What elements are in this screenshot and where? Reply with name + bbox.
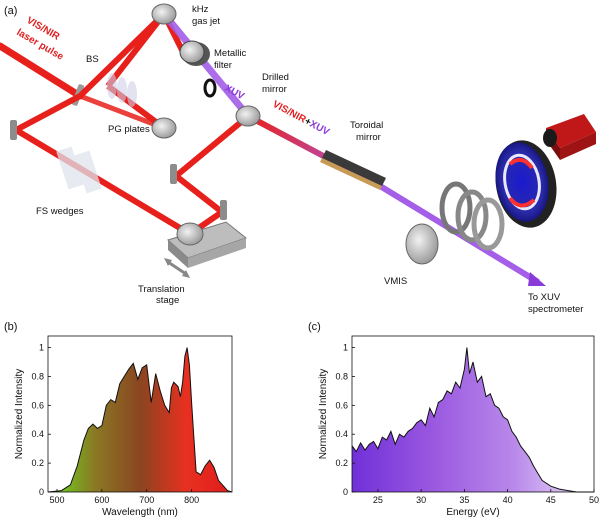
panel-c-label: (c) <box>308 321 321 333</box>
combined-label-a: VIS/NIR <box>271 99 309 126</box>
spectrum-area <box>352 347 594 492</box>
toroidal-mirror <box>320 150 386 190</box>
stage-label-line2: stage <box>156 295 179 306</box>
y-tick-label: 0.8 <box>335 371 348 381</box>
vmis-label: VMIS <box>384 276 407 287</box>
panel-a-label: (a) <box>4 5 17 17</box>
camera-icon <box>543 114 596 160</box>
stage-arrow-icon <box>164 258 190 278</box>
combined-label-plus: + <box>302 116 312 129</box>
x-tick-label: 800 <box>184 495 199 505</box>
pg-plates <box>107 73 137 107</box>
y-tick-label: 0.8 <box>31 371 44 381</box>
y-tick-label: 0.2 <box>335 458 348 468</box>
y-tick-label: 0.4 <box>31 429 44 439</box>
pg-mirror <box>151 117 177 139</box>
beam-mirror-to-corner <box>174 173 224 215</box>
spectrometer-label-line2: spectrometer <box>528 304 583 315</box>
y-tick-label: 0.6 <box>335 400 348 410</box>
spectrum-area <box>48 347 232 492</box>
y-tick-label: 1 <box>343 343 348 353</box>
toroidal-label-line1: Toroidal <box>350 120 383 131</box>
y-axis-label: Normalized Intensity <box>14 369 25 460</box>
drilled-mirror <box>235 105 261 127</box>
gas-jet <box>179 40 210 66</box>
x-tick-label: 700 <box>139 495 154 505</box>
vmis-detector <box>495 140 557 228</box>
stage-mirror <box>220 200 227 220</box>
y-tick-label: 0.6 <box>31 400 44 410</box>
fs-wedges <box>56 146 102 194</box>
spectrum-line <box>351 347 594 493</box>
plot-frame <box>351 335 595 493</box>
vmis-electrodes <box>439 181 505 251</box>
x-tick-label: 50 <box>589 495 599 505</box>
panel-b-label: (b) <box>4 321 17 333</box>
beam-bs-to-pg-mirror <box>79 93 165 131</box>
y-tick-label: 0 <box>39 487 44 497</box>
filter-label-line2: filter <box>214 60 232 71</box>
x-tick-label: 500 <box>49 495 64 505</box>
x-tick-label: 30 <box>416 495 426 505</box>
spectrum-line <box>47 347 233 493</box>
spectrometer-arrow <box>528 272 546 286</box>
y-axis-label: Normalized Intensity <box>318 369 329 460</box>
y-tick-label: 1 <box>39 343 44 353</box>
bs-label: BS <box>86 54 99 65</box>
spectrometer-label-line1: To XUV <box>528 292 561 303</box>
toroidal-label-line2: mirror <box>356 132 381 143</box>
translation-stage <box>167 221 248 268</box>
x-tick-label: 45 <box>546 495 556 505</box>
x-axis-label: Wavelength (nm) <box>102 507 178 518</box>
corner-mirror <box>170 164 177 184</box>
stage-label-line1: Translation <box>138 284 185 295</box>
x-tick-label: 35 <box>459 495 469 505</box>
vmis-plate <box>405 223 439 265</box>
plot-frame <box>47 335 233 493</box>
left-mirror <box>10 120 17 140</box>
fs-wedges-label: FS wedges <box>36 206 84 217</box>
x-axis-label: Energy (eV) <box>446 507 499 518</box>
beam-left-mirror-to-stage <box>14 127 192 237</box>
beam-top-mirror-to-pg <box>105 12 167 88</box>
xuv-beam-gas-to-drilled <box>161 11 251 119</box>
y-tick-label: 0 <box>343 487 348 497</box>
x-tick-label: 40 <box>503 495 513 505</box>
drilled-label-line1: Drilled <box>262 72 289 83</box>
top-mirror <box>151 3 177 25</box>
incoming-laser-beam <box>0 42 84 100</box>
y-tick-label: 0.2 <box>31 458 44 468</box>
filter-label-line1: Metallic <box>214 48 246 59</box>
x-tick-label: 600 <box>94 495 109 505</box>
gas-jet-label-line2: gas jet <box>192 16 220 27</box>
pg-plates-label: PG plates <box>108 124 150 135</box>
y-tick-label: 0.4 <box>335 429 348 439</box>
beam-corner-to-drilled <box>174 115 248 179</box>
gas-jet-label-line1: kHz <box>192 4 209 15</box>
x-tick-label: 25 <box>373 495 383 505</box>
beam-bs-to-left-mirror <box>14 93 82 133</box>
metallic-filter <box>203 78 217 98</box>
combined-label-b: XUV <box>308 119 332 139</box>
drilled-label-line2: mirror <box>262 84 287 95</box>
